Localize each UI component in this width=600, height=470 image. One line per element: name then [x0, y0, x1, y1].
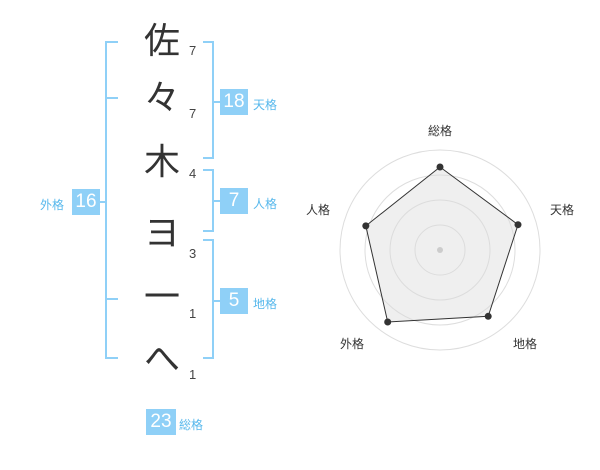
radar-axis-label-5: 人格	[305, 203, 330, 217]
radar-axis-label-1: 総格	[427, 124, 452, 138]
name-char-2: 々	[143, 78, 180, 119]
name-char-3: 木	[143, 142, 180, 183]
name-char-5: 一	[143, 277, 180, 318]
chikaku-bracket	[203, 239, 214, 359]
radar-ring-1	[414, 224, 466, 276]
radar-point-4	[384, 318, 392, 326]
radar-data-polygon	[365, 166, 519, 323]
radar-point-3	[484, 312, 492, 320]
name-char-1: 佐	[143, 21, 180, 62]
radar-axis-label-3: 地格	[512, 337, 537, 351]
stroke-count-4: 3	[189, 246, 197, 261]
radar-center-dot	[437, 247, 443, 253]
stroke-count-5: 1	[189, 306, 197, 321]
stroke-count-2: 7	[189, 106, 197, 121]
chikaku-badge: 5	[220, 288, 248, 314]
chikaku-label: 地格	[253, 297, 278, 311]
name-char-4: ヨ	[143, 213, 180, 254]
radar-ring-2	[389, 199, 491, 301]
radar-axis-label-4: 外格	[339, 337, 364, 351]
gaikaku-label: 外格	[40, 198, 65, 212]
tenkaku-bracket	[203, 41, 214, 159]
stroke-count-3: 4	[189, 166, 197, 181]
gaikaku-bracket	[105, 41, 118, 359]
soukaku-label: 総格	[179, 418, 204, 432]
gaikaku-badge: 16	[72, 189, 100, 215]
radar-axis-label-2: 天格	[549, 203, 574, 217]
tenkaku-label: 天格	[253, 98, 278, 112]
tenkaku-badge: 18	[220, 89, 248, 115]
soukaku-badge: 23	[146, 409, 176, 435]
radar-point-2	[514, 221, 522, 229]
radar-point-1	[436, 163, 444, 171]
stroke-count-1: 7	[189, 43, 197, 58]
stroke-count-6: 1	[189, 367, 197, 382]
jinkaku-label: 人格	[253, 197, 278, 211]
jinkaku-badge: 7	[220, 188, 248, 214]
radar-point-5	[362, 222, 370, 230]
name-char-6: へ	[143, 339, 180, 380]
radar-ring-3	[364, 174, 516, 326]
